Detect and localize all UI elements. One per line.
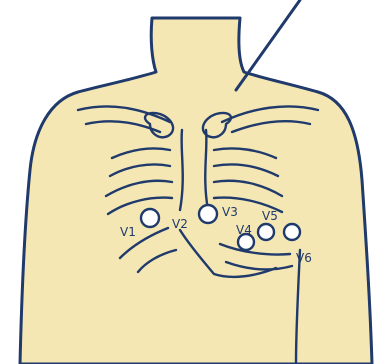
electrode-v4-label: V4: [236, 223, 252, 237]
electrode-v6-label: V6: [296, 251, 312, 265]
lead-cable: [236, 0, 300, 90]
electrode-v4: V4: [236, 223, 254, 250]
electrode-v3: V3: [222, 205, 238, 219]
electrode-v2-label: V2: [172, 217, 188, 231]
torso-body: [20, 18, 372, 364]
electrode-v5-label: V5: [262, 209, 278, 223]
electrode-v3-label: V3: [222, 205, 238, 219]
electrode-v1-label: V1: [120, 225, 136, 239]
